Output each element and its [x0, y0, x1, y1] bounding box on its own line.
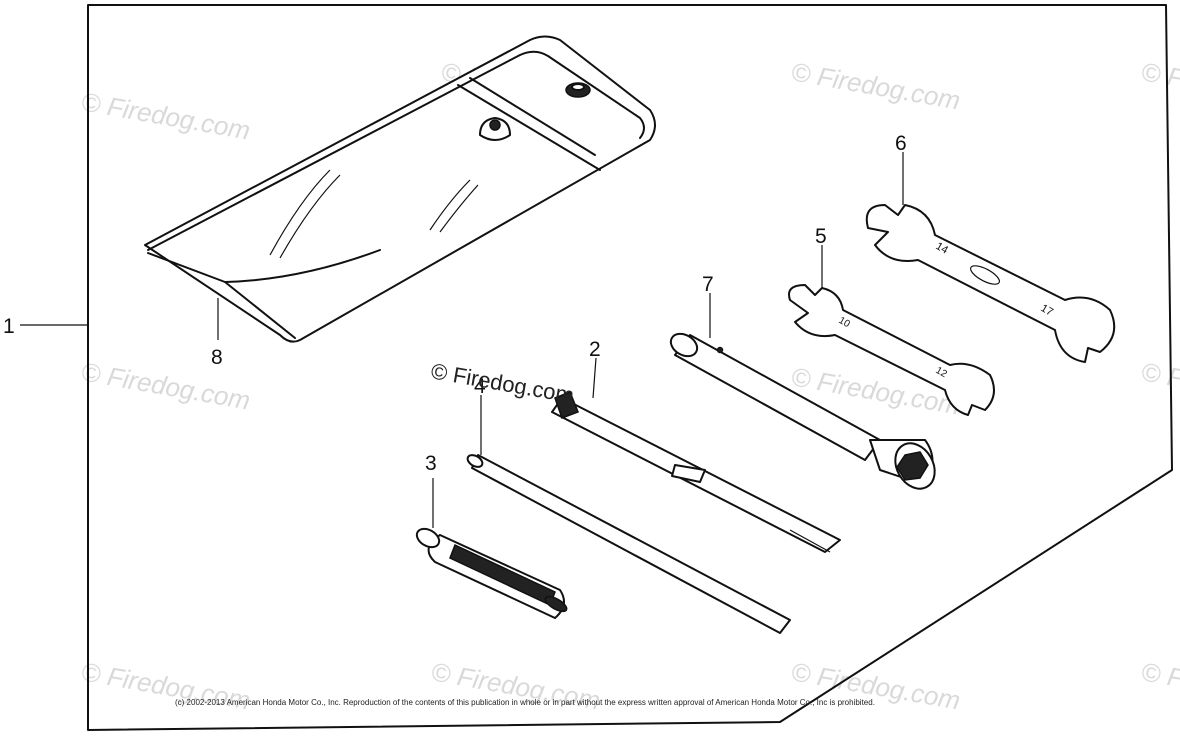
- callout-7-label: 7: [702, 273, 714, 296]
- watermark-text: © Firedog.com: [1139, 656, 1180, 715]
- screwdriver-handle: [415, 527, 568, 619]
- wrench-small: 10 12: [788, 284, 995, 416]
- spark-plug-wrench: [669, 332, 936, 490]
- callout-5-label: 5: [815, 225, 827, 248]
- callout-3-label: 3: [425, 452, 437, 475]
- svg-text:10: 10: [837, 315, 853, 330]
- tool-bag: [144, 35, 656, 343]
- kit-boundary: [87, 4, 1173, 731]
- svg-text:12: 12: [934, 365, 950, 380]
- callout-2-label: 2: [589, 338, 601, 361]
- center-watermark: © Firedog.com: [429, 358, 576, 408]
- watermark-text: © Firedog.com: [789, 56, 963, 115]
- svg-text:17: 17: [1039, 302, 1056, 319]
- watermark-text: © Firedog.com: [1139, 356, 1180, 415]
- callout-4-label: 4: [474, 375, 486, 398]
- callout-2-leader: [592, 357, 597, 399]
- handle-bar: [466, 454, 791, 634]
- callout-8-label: 8: [211, 346, 223, 369]
- svg-text:14: 14: [934, 240, 951, 257]
- watermark-text: © Firedog.com: [79, 86, 253, 145]
- copyright-notice: (c) 2002-2013 American Honda Motor Co., …: [175, 698, 875, 707]
- callout-1-label: 1: [3, 315, 15, 338]
- wrench-large: 14 17: [865, 204, 1116, 363]
- watermark-layer: © Firedog.com © Firedog.com © Firedog.co…: [79, 56, 1180, 715]
- watermark-text: © Firedog.com: [1139, 56, 1180, 115]
- watermark-text: © Firedog.com: [79, 356, 253, 415]
- screwdriver-blade: [551, 391, 841, 553]
- callout-6-label: 6: [895, 132, 907, 155]
